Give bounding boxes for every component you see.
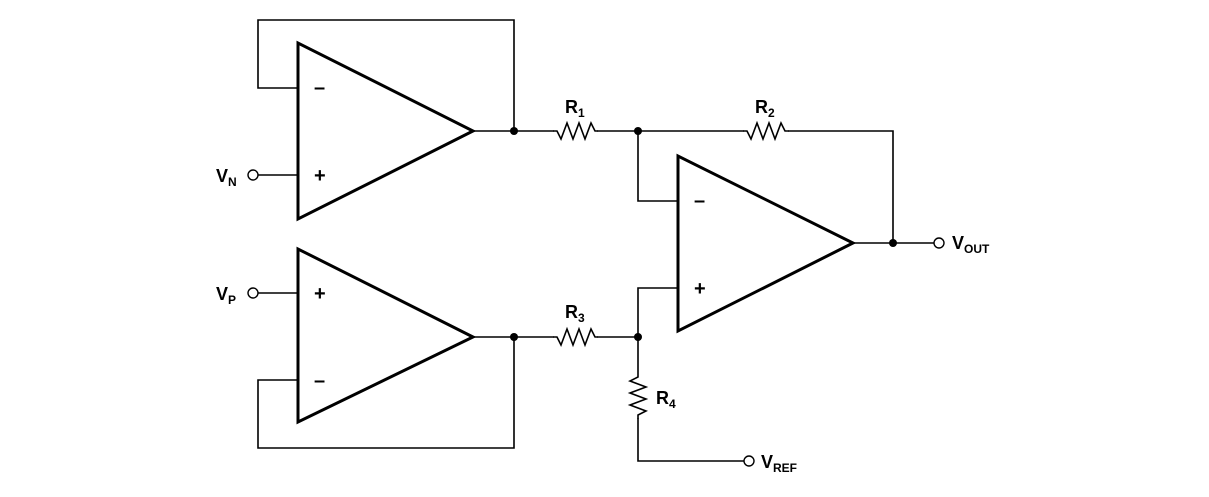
resistor-r1-zigzag: [553, 120, 598, 142]
buffer-amplifier-p: + – VP: [216, 246, 554, 449]
resistor-r2: R2: [743, 97, 789, 142]
feedback-wire-bottom: [257, 336, 515, 449]
resistor-r1: R1: [553, 97, 598, 142]
buffer-amplifier-n: – + VN: [216, 19, 554, 222]
resistor-r4: R4: [627, 337, 676, 419]
resistor-r1-label: R1: [565, 97, 585, 120]
resistor-r3: R3: [553, 302, 598, 348]
opamp-triangle-diff: [676, 153, 857, 334]
feedback-wire-top: [257, 19, 515, 132]
vout-label: VOUT: [952, 233, 990, 256]
junction-node: [510, 333, 518, 341]
resistor-r3-label: R3: [565, 302, 585, 325]
resistor-r2-zigzag: [743, 120, 789, 142]
vp-terminal[interactable]: [247, 287, 259, 299]
vout-terminal[interactable]: [933, 237, 945, 249]
inverting-input-sign: –: [314, 370, 325, 392]
vp-label: VP: [216, 284, 236, 307]
r2-feedback-wire: [788, 130, 894, 244]
vref-wire: [637, 418, 745, 462]
inverting-input-wire: [637, 130, 679, 202]
inverting-input-sign: –: [694, 190, 705, 212]
vref-label: VREF: [761, 452, 797, 475]
vn-label: VN: [216, 166, 237, 189]
difference-amplifier: – + VOUT: [637, 130, 990, 338]
resistor-r4-label: R4: [656, 388, 676, 411]
inverting-input-sign: –: [314, 77, 325, 99]
resistor-r3-zigzag: [553, 326, 598, 348]
vn-terminal[interactable]: [247, 169, 259, 181]
resistor-r4-zigzag: [627, 337, 649, 419]
junction-node: [510, 127, 518, 135]
junction-node: [889, 239, 897, 247]
noninverting-input-sign: +: [314, 165, 326, 187]
resistor-r2-label: R2: [755, 97, 775, 120]
vref-terminal[interactable]: [743, 455, 755, 467]
opamp-triangle-top: [296, 40, 477, 222]
noninverting-input-sign: +: [694, 278, 706, 300]
noninverting-input-wire: [637, 287, 679, 338]
opamp-triangle-bottom: [296, 246, 477, 425]
noninverting-input-sign: +: [314, 283, 326, 305]
